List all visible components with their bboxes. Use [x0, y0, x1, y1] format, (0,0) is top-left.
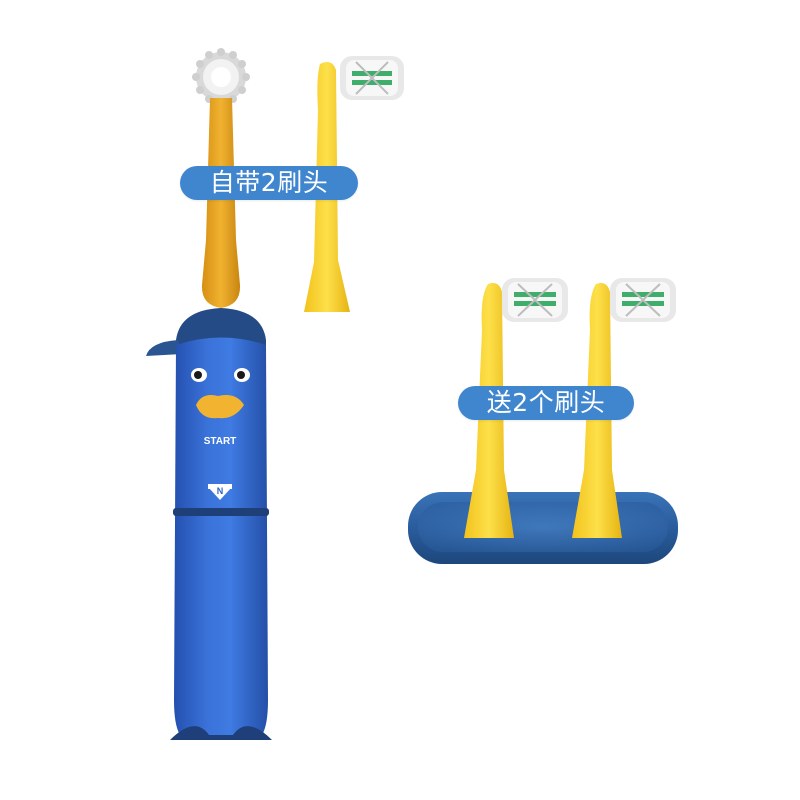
included-heads-label: 自带2刷头 — [180, 166, 358, 200]
bristles — [340, 56, 404, 100]
spare-brush-head-3 — [572, 278, 676, 538]
round-brush-head — [192, 48, 250, 106]
brand-logo-icon: N — [208, 484, 232, 500]
brush-head-stand — [408, 492, 678, 564]
logo-letter: N — [217, 486, 224, 496]
penguin-eyes — [191, 368, 250, 382]
bonus-heads-label: 送2个刷头 — [458, 386, 634, 420]
toothbrush: START N — [146, 48, 272, 740]
start-button-label[interactable]: START — [204, 436, 237, 447]
penguin-beak — [196, 395, 244, 419]
